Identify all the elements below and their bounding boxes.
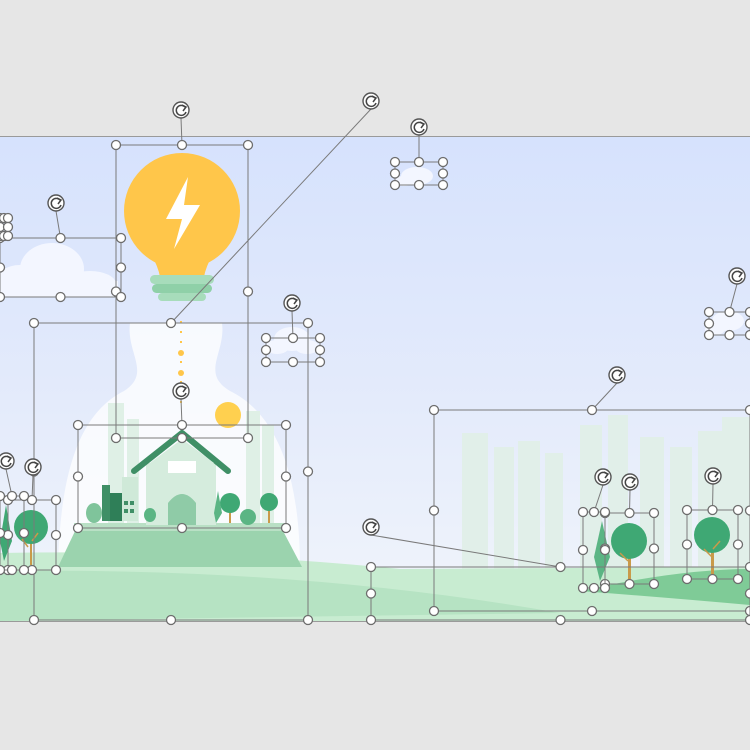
pine-left[interactable] <box>0 505 12 561</box>
cloud-small-top[interactable] <box>394 167 433 186</box>
light-bulb[interactable] <box>124 153 240 301</box>
artboard[interactable] <box>0 136 750 622</box>
cloud-small-right[interactable] <box>705 311 744 335</box>
cloud-left[interactable] <box>0 243 118 297</box>
house-platform[interactable] <box>58 529 302 567</box>
sun[interactable] <box>215 402 241 428</box>
rotate-handle-icon[interactable] <box>172 101 190 119</box>
cloud-small-middle[interactable] <box>265 327 319 354</box>
rotate-handle-icon[interactable] <box>410 118 428 136</box>
bush-house[interactable] <box>240 509 256 525</box>
rotate-handle-icon[interactable] <box>362 92 380 110</box>
illustration <box>0 153 750 621</box>
